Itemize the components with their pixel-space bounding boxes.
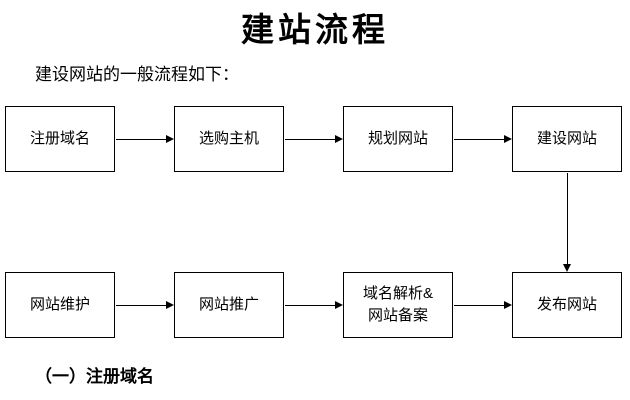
flow-box-label: 网站维护 — [29, 296, 90, 314]
arrow-right-icon — [116, 301, 174, 309]
flow-box-maintain-website: 网站维护 — [5, 272, 115, 338]
arrow-down-icon — [563, 173, 571, 272]
section-heading: （一）注册域名 — [35, 367, 154, 386]
arrow-right-icon — [454, 301, 512, 309]
flow-box-dns-and-icp-filing: 域名解析& 网站备案 — [343, 272, 453, 338]
page-title: 建站流程 — [241, 11, 389, 48]
flow-box-label: 网站推广 — [198, 296, 259, 314]
arrow-right-icon — [285, 135, 343, 143]
flow-box-plan-website: 规划网站 — [343, 106, 453, 172]
arrow-right-icon — [454, 135, 512, 143]
flow-box-register-domain: 注册域名 — [5, 106, 115, 172]
flow-box-label: 选购主机 — [198, 130, 259, 148]
flow-box-label: 注册域名 — [29, 130, 90, 148]
flow-box-label: 发布网站 — [536, 296, 597, 314]
flow-box-choose-host: 选购主机 — [174, 106, 284, 172]
flow-box-publish-website: 发布网站 — [512, 272, 622, 338]
flow-box-promote-website: 网站推广 — [174, 272, 284, 338]
flow-box-label: 规划网站 — [367, 130, 428, 148]
flow-box-label: 建设网站 — [536, 130, 597, 148]
arrow-right-icon — [116, 135, 174, 143]
flow-box-build-website: 建设网站 — [512, 106, 622, 172]
arrow-right-icon — [285, 301, 343, 309]
intro-text: 建设网站的一般流程如下： — [35, 65, 239, 84]
flow-box-label: 域名解析& 网站备案 — [362, 285, 433, 324]
